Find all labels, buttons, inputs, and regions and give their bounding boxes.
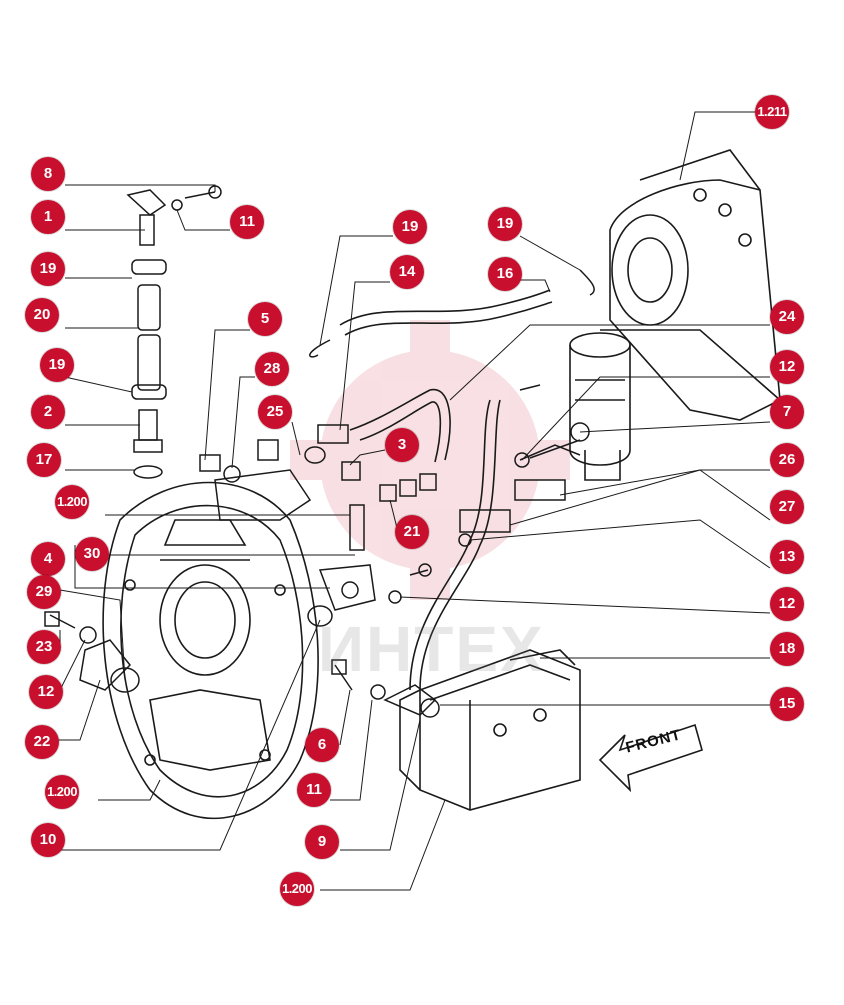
transmission-housing (102, 481, 319, 820)
callout-17[interactable]: 17 (27, 443, 61, 477)
callout-20[interactable]: 20 (25, 298, 59, 332)
callout-1200c[interactable]: 1.200 (280, 872, 314, 906)
front-arrow (598, 723, 703, 793)
callout-3[interactable]: 3 (385, 428, 419, 462)
leader-lines (58, 111, 771, 891)
callout-28[interactable]: 28 (255, 352, 289, 386)
callout-19b[interactable]: 19 (393, 210, 427, 244)
callout-7[interactable]: 7 (770, 395, 804, 429)
callout-1211[interactable]: 1.211 (755, 95, 789, 129)
callout-23[interactable]: 23 (27, 630, 61, 664)
callout-19a[interactable]: 19 (31, 252, 65, 286)
callout-19d[interactable]: 19 (40, 348, 74, 382)
callout-8[interactable]: 8 (31, 157, 65, 191)
callout-30[interactable]: 30 (75, 537, 109, 571)
hose-lines (339, 289, 553, 691)
callout-2[interactable]: 2 (31, 395, 65, 429)
callout-29[interactable]: 29 (27, 575, 61, 609)
watermark-text: ИНТЕХ (318, 613, 545, 685)
filter-canister (569, 332, 631, 481)
callout-22[interactable]: 22 (25, 725, 59, 759)
engine-block (600, 149, 781, 421)
callout-15[interactable]: 15 (770, 687, 804, 721)
callout-16[interactable]: 16 (488, 257, 522, 291)
hydraulic-pump (399, 649, 581, 811)
callout-21[interactable]: 21 (395, 515, 429, 549)
callout-4[interactable]: 4 (31, 542, 65, 576)
callout-27[interactable]: 27 (770, 490, 804, 524)
callout-1200a[interactable]: 1.200 (55, 485, 89, 519)
callout-12c[interactable]: 12 (29, 675, 63, 709)
callout-11a[interactable]: 11 (230, 205, 264, 239)
callout-13[interactable]: 13 (770, 540, 804, 574)
watermark-gear (290, 320, 570, 600)
callout-6[interactable]: 6 (305, 728, 339, 762)
callout-1[interactable]: 1 (31, 200, 65, 234)
callout-1200b[interactable]: 1.200 (45, 775, 79, 809)
callout-9[interactable]: 9 (305, 825, 339, 859)
callout-26[interactable]: 26 (770, 443, 804, 477)
callout-10[interactable]: 10 (31, 823, 65, 857)
callout-24[interactable]: 24 (770, 300, 804, 334)
callout-12b[interactable]: 12 (770, 587, 804, 621)
callout-19c[interactable]: 19 (488, 207, 522, 241)
callout-11b[interactable]: 11 (297, 773, 331, 807)
callout-12a[interactable]: 12 (770, 350, 804, 384)
callout-14[interactable]: 14 (390, 255, 424, 289)
callout-5[interactable]: 5 (248, 302, 282, 336)
callout-25[interactable]: 25 (258, 395, 292, 429)
callout-18[interactable]: 18 (770, 632, 804, 666)
